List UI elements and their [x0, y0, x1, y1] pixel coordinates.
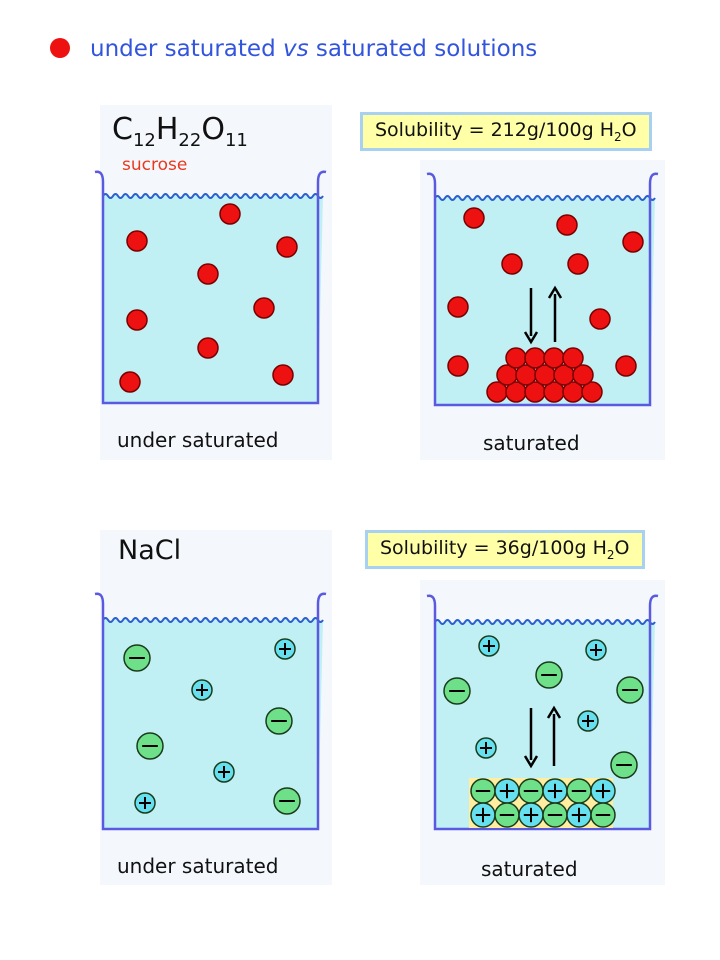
sucrose-molecule: [197, 263, 219, 285]
sucrose-molecule: [567, 253, 589, 275]
sucrose-molecule: [524, 347, 546, 369]
beaker-sucrose-under-water-surface: [102, 193, 324, 199]
beaker-nacl-sat: [426, 594, 659, 831]
sucrose-molecule: [197, 337, 219, 359]
slide-title: under saturated vs saturated solutions: [90, 36, 537, 62]
equilibrium-arrow-up-head: [546, 705, 562, 719]
beaker-nacl-under-water-surface: [102, 617, 324, 623]
nacl-saturated-label: saturated: [481, 857, 578, 881]
nacl-solubility-box: Solubility = 36g/100g H2O: [365, 530, 645, 569]
beaker-nacl-under-water: [103, 618, 323, 829]
sucrose-molecule: [253, 297, 275, 319]
nacl-under-saturated-label: under saturated: [117, 854, 279, 878]
sucrose-molecule: [501, 253, 523, 275]
sucrose-molecule: [622, 231, 644, 253]
beaker-nacl-sat-water: [435, 620, 655, 829]
sucrose-molecule: [447, 355, 469, 377]
equilibrium-arrow-down-head: [523, 331, 539, 345]
sucrose-molecule: [572, 364, 594, 386]
sucrose-molecule: [126, 309, 148, 331]
sucrose-molecule: [615, 355, 637, 377]
sucrose-molecule: [447, 296, 469, 318]
sucrose-molecule: [562, 347, 584, 369]
sucrose-saturated-label: saturated: [483, 431, 580, 455]
title-text: saturated solutions: [308, 36, 538, 62]
title-text: under saturated: [90, 36, 283, 62]
sucrose-molecule: [543, 347, 565, 369]
sucrose-molecule: [272, 364, 294, 386]
beaker-nacl-sat-water-surface: [434, 619, 656, 625]
beaker-sucrose-under: [94, 170, 327, 405]
beaker-sucrose-under-water: [103, 194, 323, 403]
sucrose-molecule: [126, 230, 148, 252]
sucrose-molecule: [505, 347, 527, 369]
nacl-formula: NaCl: [118, 535, 182, 566]
sucrose-molecule: [463, 207, 485, 229]
beaker-sucrose-sat: [426, 172, 659, 407]
sucrose-molecule: [276, 236, 298, 258]
sucrose-molecule: [119, 371, 141, 393]
title-vs: vs: [282, 36, 309, 62]
equilibrium-arrow-down-head: [523, 755, 539, 769]
sucrose-solubility-box: Solubility = 212g/100g H2O: [360, 112, 652, 151]
sucrose-formula: C12H22O11: [112, 112, 248, 151]
sucrose-molecule: [581, 381, 603, 403]
equilibrium-arrow-up-head: [547, 285, 563, 299]
beaker-sucrose-sat-water: [435, 196, 655, 405]
bullet-icon: [50, 38, 70, 58]
sucrose-molecule: [589, 308, 611, 330]
beaker-nacl-under: [94, 592, 327, 831]
beaker-sucrose-sat-water-surface: [434, 195, 656, 201]
sucrose-molecule: [219, 203, 241, 225]
sucrose-molecule: [556, 214, 578, 236]
sucrose-name: sucrose: [122, 155, 188, 175]
sucrose-under-saturated-label: under saturated: [117, 428, 279, 452]
